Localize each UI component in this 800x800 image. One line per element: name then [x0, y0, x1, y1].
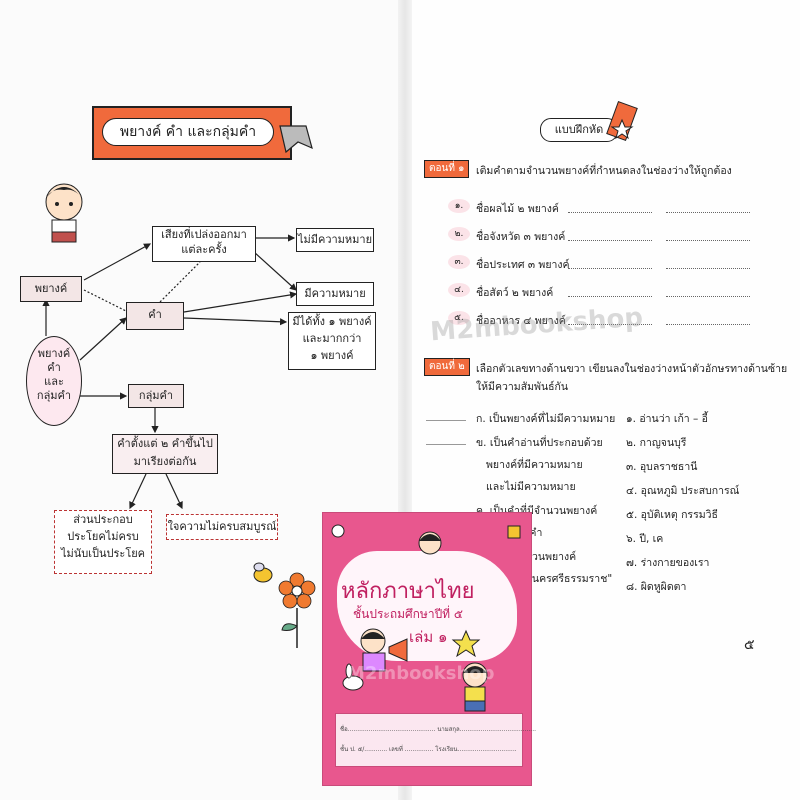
- part1-item-text: ชื่ออาหาร ๔ พยางค์: [476, 315, 566, 327]
- part1-label: ตอนที่ ๑: [424, 160, 470, 178]
- exercise-title: แบบฝึกหัด: [540, 118, 618, 142]
- part1-item-text: ชื่อผลไม้ ๒ พยางค์: [476, 203, 559, 215]
- part2-left-item: พยางค์ที่มีความหมาย: [486, 459, 583, 471]
- cover-class-field: ชั้น ป. ๕/............ เลขที่ ..........…: [340, 746, 517, 753]
- page-title: พยางค์ คำ และกลุ่มคำ: [102, 118, 274, 146]
- match-blank[interactable]: [426, 420, 466, 421]
- part2-right-item: ๕. อุบัติเหตุ กรรมวิธี: [626, 509, 718, 521]
- star-icon: [451, 629, 481, 658]
- page-number: ๕: [744, 637, 755, 653]
- girl-head-icon: [418, 531, 442, 555]
- part2-left-item: และไม่มีความหมาย: [486, 481, 576, 493]
- incomplete-meaning-box: ใจความไม่ครบสมบูรณ์: [166, 514, 278, 540]
- answer-blank[interactable]: [666, 296, 750, 297]
- part2-label: ตอนที่ ๒: [424, 358, 470, 376]
- incomplete-sentence-box: ส่วนประกอบ ประโยคไม่ครบ ไม่นับเป็นประโยค: [54, 510, 152, 574]
- has-meaning-box: มีความหมาย: [296, 282, 374, 306]
- answer-blank[interactable]: [568, 212, 652, 213]
- sound-box: เสียงที่เปล่งออกมา แต่ละครั้ง: [152, 226, 256, 262]
- part2-instruction-1: เลือกตัวเลขทางด้านขวา เขียนลงในช่องว่างห…: [476, 363, 788, 375]
- part2-right-item: ๔. อุณหภูมิ ประสบการณ์: [626, 485, 740, 497]
- part2-left-item: ก. เป็นพยางค์ที่ไม่มีความหมาย: [476, 413, 616, 425]
- part1-item-number: ๑.: [448, 199, 470, 213]
- cover-grade: ชั้นประถมศึกษาปีที่ ๕: [353, 607, 463, 621]
- flower-icon: [278, 572, 316, 648]
- answer-blank[interactable]: [568, 324, 652, 325]
- part1-item-number: ๓.: [448, 255, 470, 269]
- boy-illustration-icon: [45, 183, 83, 243]
- center-oval-label: พยางค์ คำ และ กลุ่มคำ: [36, 347, 72, 402]
- cover-volume: เล่ม ๑: [409, 628, 448, 646]
- publisher-logo-icon: [331, 524, 345, 538]
- part2-instruction-2: ให้มีความสัมพันธ์กัน: [476, 381, 569, 393]
- rabbit-icon: [342, 663, 364, 691]
- answer-blank[interactable]: [666, 324, 750, 325]
- answer-blank[interactable]: [568, 296, 652, 297]
- pencil-star-icon: [606, 100, 638, 142]
- center-oval: พยางค์ คำ และ กลุ่มคำ: [26, 336, 82, 426]
- cover-name-field: ชื่อ....................................…: [340, 726, 537, 733]
- answer-blank[interactable]: [568, 268, 652, 269]
- part2-left-item: ข. เป็นคำอ่านที่ประกอบด้วย: [476, 437, 603, 449]
- part2-right-item: ๑. อ่านว่า เก้า – อี้: [626, 413, 708, 425]
- no-meaning-box: ไม่มีความหมาย: [296, 228, 374, 252]
- one-or-more-box: มีได้ทั้ง ๑ พยางค์ และมากกว่า ๑ พยางค์: [288, 312, 376, 370]
- match-blank[interactable]: [426, 444, 466, 445]
- part1-item-text: ชื่อจังหวัด ๓ พยางค์: [476, 231, 566, 243]
- book-cover: หลักภาษาไทย ชั้นประถมศึกษาปีที่ ๕ เล่ม ๑…: [322, 512, 536, 786]
- part1-item-number: ๔.: [448, 283, 470, 297]
- watermark-cover: M2mbookshop: [347, 663, 495, 684]
- part2-right-item: ๗. ร่างกายของเรา: [626, 557, 710, 569]
- cover-title: หลักภาษาไทย: [341, 579, 475, 604]
- part1-item-text: ชื่อสัตว์ ๒ พยางค์: [476, 287, 554, 299]
- answer-blank[interactable]: [666, 268, 750, 269]
- part2-right-item: ๘. ผิดหูผิดตา: [626, 581, 687, 593]
- part1-item-text: ชื่อประเทศ ๓ พยางค์: [476, 259, 570, 271]
- ribbon-decoration: [279, 125, 313, 154]
- syllable-node: พยางค์: [20, 276, 82, 302]
- part1-item-number: ๒.: [448, 227, 470, 241]
- answer-blank[interactable]: [666, 240, 750, 241]
- two-words-box: คำตั้งแต่ ๒ คำขึ้นไป มาเรียงต่อกัน: [112, 434, 218, 474]
- diagram-connectors: [42, 234, 298, 510]
- part2-right-item: ๓. อุบลราชธานี: [626, 461, 698, 473]
- part2-right-item: ๖. ปี, เค: [626, 533, 664, 545]
- answer-blank[interactable]: [666, 212, 750, 213]
- phrase-node: กลุ่มคำ: [128, 384, 184, 408]
- part1-instruction: เติมคำตามจำนวนพยางค์ที่กำหนดลงในช่องว่าง…: [476, 165, 732, 177]
- answer-blank[interactable]: [568, 240, 652, 241]
- cover-name-box: ชื่อ....................................…: [335, 713, 536, 767]
- bee-icon: [253, 562, 273, 583]
- girl-megaphone-icon: [360, 628, 408, 672]
- publisher-badge-icon: [507, 525, 521, 539]
- boy-cover-icon: [462, 662, 488, 712]
- part2-right-item: ๒. กาญจนบุรี: [626, 437, 687, 449]
- part1-item-number: ๕.: [448, 311, 470, 325]
- word-node: คำ: [126, 302, 184, 330]
